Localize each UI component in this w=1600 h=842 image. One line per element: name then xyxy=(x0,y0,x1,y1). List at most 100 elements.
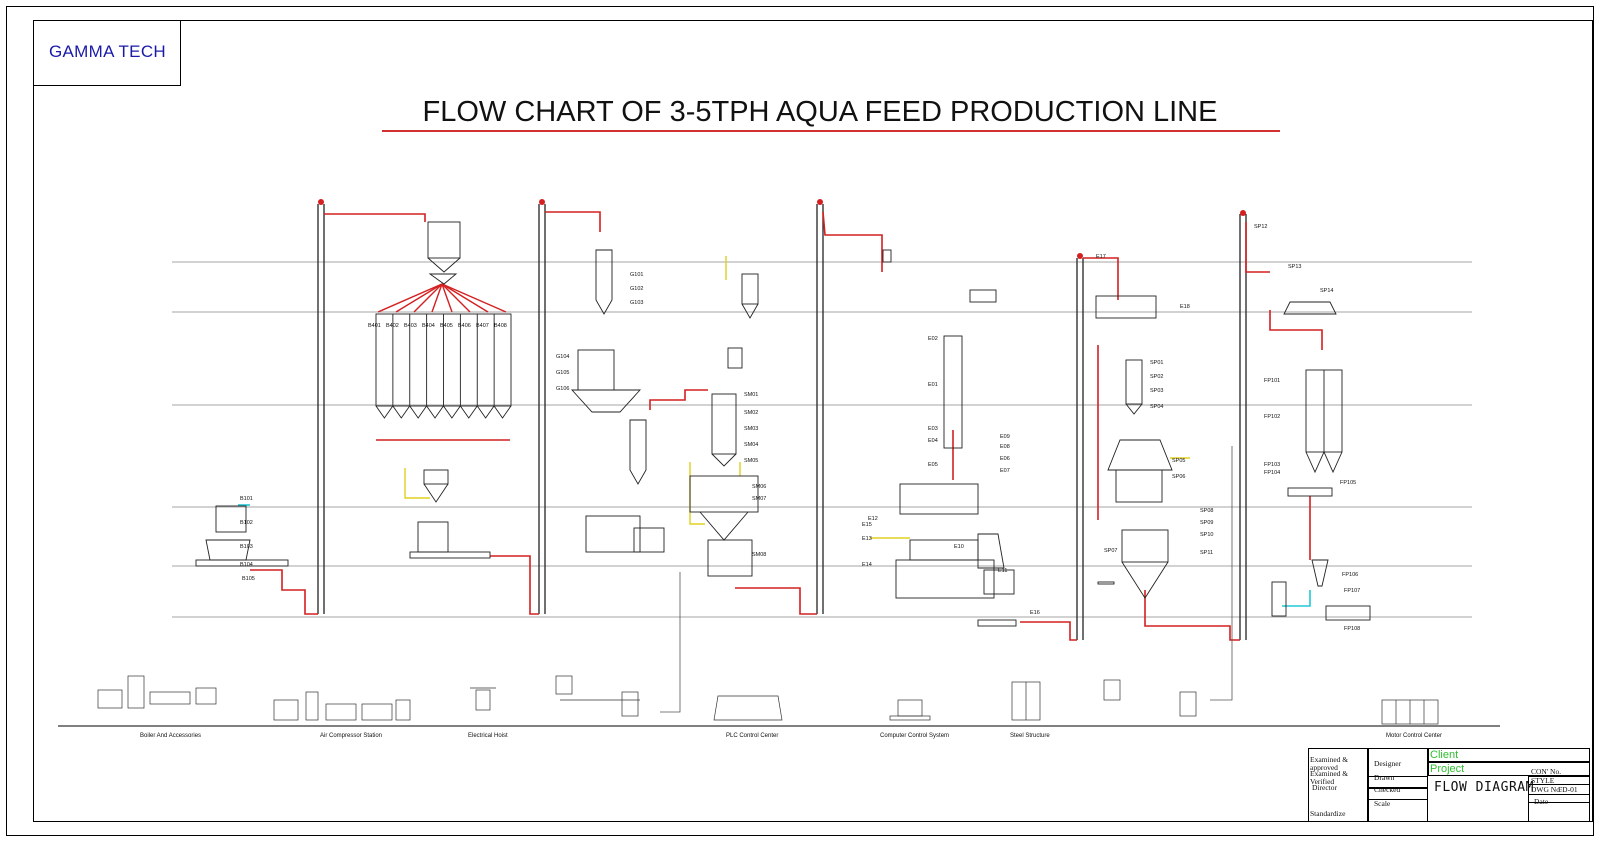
tag-g106: G106 xyxy=(556,386,569,392)
project-label: Project xyxy=(1430,763,1465,775)
tag-e12: E12 xyxy=(868,516,878,522)
tag-e04: E04 xyxy=(928,438,938,444)
tag-b405: B405 xyxy=(440,323,453,329)
tag-b101: B101 xyxy=(240,496,253,502)
distributor-fan xyxy=(376,283,510,441)
title-underline xyxy=(382,130,1280,132)
tag-sm05: SM05 xyxy=(744,458,758,464)
tag-fp101: FP101 xyxy=(1264,378,1280,384)
tag-e06: E06 xyxy=(1000,456,1010,462)
tag-sp11: SP11 xyxy=(1200,550,1213,556)
tag-sm06: SM06 xyxy=(752,484,766,490)
tag-sp10: SP10 xyxy=(1200,532,1213,538)
tag-e11: E11 xyxy=(998,568,1007,574)
tag-b105: B105 xyxy=(242,576,255,582)
elevator-heads xyxy=(318,199,1246,259)
tag-e09: E09 xyxy=(1000,434,1010,440)
tag-e03: E03 xyxy=(928,426,938,432)
row-checked xyxy=(1368,788,1428,800)
air-lines xyxy=(404,256,1190,539)
tag-fp108: FP108 xyxy=(1344,626,1360,632)
tag-b401: B401 xyxy=(368,323,381,329)
tag-b404: B404 xyxy=(422,323,435,329)
tag-sm03: SM03 xyxy=(744,426,758,432)
tag-e05: E05 xyxy=(928,462,938,468)
aux-label-computer: Computer Control System xyxy=(880,733,950,739)
tag-fp105: FP105 xyxy=(1340,480,1356,486)
dwg-no-label: DWG No. xyxy=(1531,785,1562,794)
tag-b407: B407 xyxy=(476,323,489,329)
aux-label-boiler: Boiler And Accessories xyxy=(140,733,202,739)
aux-label-air-compressor: Air Compressor Station xyxy=(320,733,383,739)
row-dwg xyxy=(1528,794,1590,803)
tag-g105: G105 xyxy=(556,370,569,376)
tag-g104: G104 xyxy=(556,354,569,360)
con-no-label: CON' No. xyxy=(1531,767,1562,776)
examined-approved: Examined & approved xyxy=(1310,755,1349,772)
tag-sp03: SP03 xyxy=(1150,388,1163,394)
aux-label-steel: Steel Structure xyxy=(1010,733,1050,739)
tag-fp104: FP104 xyxy=(1264,470,1280,476)
company-logo: GAMMA TECH xyxy=(49,42,166,61)
drawn-label: Drawn xyxy=(1374,773,1395,782)
logo-box: GAMMA TECH xyxy=(33,20,181,86)
tag-b408: B408 xyxy=(494,323,507,329)
row-drawn xyxy=(1368,776,1428,788)
aux-label-hoist: Electrical Hoist xyxy=(468,733,508,739)
style-label: STYLE xyxy=(1531,776,1555,785)
tag-b104: B104 xyxy=(240,562,253,568)
director-label: Director xyxy=(1312,783,1337,792)
tag-e17: E17 xyxy=(1096,254,1106,260)
tag-sp08: SP08 xyxy=(1200,508,1213,514)
title-block: Client Project Examined & approved Exami… xyxy=(1308,748,1590,822)
tag-sp07: SP07 xyxy=(1104,548,1117,554)
project-cell xyxy=(1428,762,1590,776)
tag-b406: B406 xyxy=(458,323,471,329)
dwg-no-value: FD-01 xyxy=(1558,785,1578,794)
auxiliary-sketches xyxy=(97,675,1439,725)
tag-b103: B103 xyxy=(240,544,253,550)
tag-e14: E14 xyxy=(862,562,872,568)
tag-b403: B403 xyxy=(404,323,417,329)
tag-fp106: FP106 xyxy=(1342,572,1358,578)
tag-sp02: SP02 xyxy=(1150,374,1163,380)
tag-sp04: SP04 xyxy=(1150,404,1163,410)
floor-levels xyxy=(172,261,1472,618)
tag-sm07: SM07 xyxy=(752,496,766,502)
tag-e02: E02 xyxy=(928,336,938,342)
tag-sp01: SP01 xyxy=(1150,360,1163,366)
scale-label: Scale xyxy=(1374,799,1391,808)
control-wiring xyxy=(660,446,1233,713)
aux-label-plc: PLC Control Center xyxy=(726,733,779,739)
examined-verified: Examined & Verified xyxy=(1310,769,1349,786)
outer-border xyxy=(6,6,1594,836)
tag-fp102: FP102 xyxy=(1264,414,1280,420)
row-con xyxy=(1528,776,1590,785)
tag-sp12: SP12 xyxy=(1254,224,1267,230)
equipment xyxy=(195,221,1371,627)
drawing-title: FLOW CHART OF 3-5TPH AQUA FEED PRODUCTIO… xyxy=(422,96,1218,128)
drawing-name: FLOW DIAGRAM xyxy=(1434,780,1534,795)
tag-e13: E13 xyxy=(862,536,872,542)
tag-e01: E01 xyxy=(928,382,938,388)
tag-e08: E08 xyxy=(1000,444,1010,450)
tag-g102: G102 xyxy=(630,286,643,292)
tag-sp14: SP14 xyxy=(1320,288,1333,294)
tag-sm01: SM01 xyxy=(744,392,758,398)
tag-sm04: SM04 xyxy=(744,442,758,448)
tag-b402: B402 xyxy=(386,323,399,329)
client-label: Client xyxy=(1430,749,1459,761)
left-col xyxy=(1308,748,1368,822)
elevators xyxy=(317,204,1247,640)
tag-g103: G103 xyxy=(630,300,643,306)
tag-sp06: SP06 xyxy=(1172,474,1185,480)
tag-b102: B102 xyxy=(240,520,253,526)
standardize-label: Standardize xyxy=(1310,809,1346,818)
tag-fp107: FP107 xyxy=(1344,588,1360,594)
tag-e07: E07 xyxy=(1000,468,1010,474)
material-flow xyxy=(250,211,1323,641)
designer-label: Designer xyxy=(1374,759,1402,768)
